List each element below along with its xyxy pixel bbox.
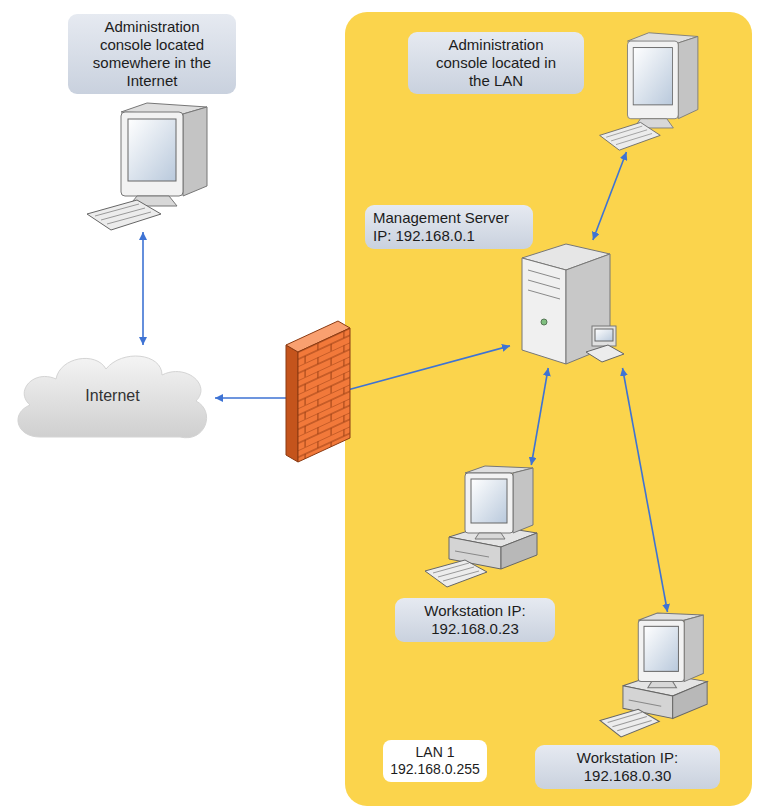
lan-area: LAN 1 192.168.0.255 Administration consol… xyxy=(345,12,752,806)
connector-arrow xyxy=(593,152,627,240)
workstation-node: Workstation IP: 192.168.0.30 xyxy=(600,612,710,742)
node-label-box: LAN 1 192.168.0.255 xyxy=(383,740,487,782)
node-label-box: Administration console located somewhere… xyxy=(68,14,236,94)
node-label-box: Management Server IP: 192.168.0.1 xyxy=(365,205,533,249)
workstation-node: Workstation IP: 192.168.0.23 xyxy=(425,465,540,592)
console-node: Administration console located somewhere… xyxy=(85,100,212,232)
node-label: Internet xyxy=(10,387,215,405)
server-node: Management Server IP: 192.168.0.1 xyxy=(510,240,628,368)
node-label: Workstation IP: 192.168.0.30 xyxy=(567,749,688,785)
firewall-side xyxy=(286,345,298,462)
node-label: Administration console located somewhere… xyxy=(82,18,222,90)
connector-arrow xyxy=(531,368,548,465)
console-node: Administration console located in the LA… xyxy=(598,30,702,152)
console-icon xyxy=(85,100,212,232)
node-label-box: Workstation IP: 192.168.0.30 xyxy=(535,745,720,789)
server-icon xyxy=(510,240,628,368)
node-label-box: Administration console located in the LA… xyxy=(408,32,584,94)
node-label: Administration console located in the LA… xyxy=(428,36,564,90)
console-icon xyxy=(598,30,702,152)
cloud-node: Internet xyxy=(10,345,215,450)
node-label-box: Internet xyxy=(10,387,215,405)
node-label: Management Server IP: 192.168.0.1 xyxy=(373,209,509,245)
firewall-top xyxy=(286,321,350,352)
node-label: Workstation IP: 192.168.0.23 xyxy=(415,602,535,638)
workstation-icon xyxy=(425,465,540,592)
node-label-box: Workstation IP: 192.168.0.23 xyxy=(395,598,555,642)
workstation-icon xyxy=(600,612,710,742)
firewall-front xyxy=(298,328,350,462)
connector-arrow xyxy=(215,346,510,398)
connector-arrow xyxy=(142,232,144,345)
node-label: LAN 1 192.168.0.255 xyxy=(386,744,484,778)
connector-arrow xyxy=(623,368,668,612)
